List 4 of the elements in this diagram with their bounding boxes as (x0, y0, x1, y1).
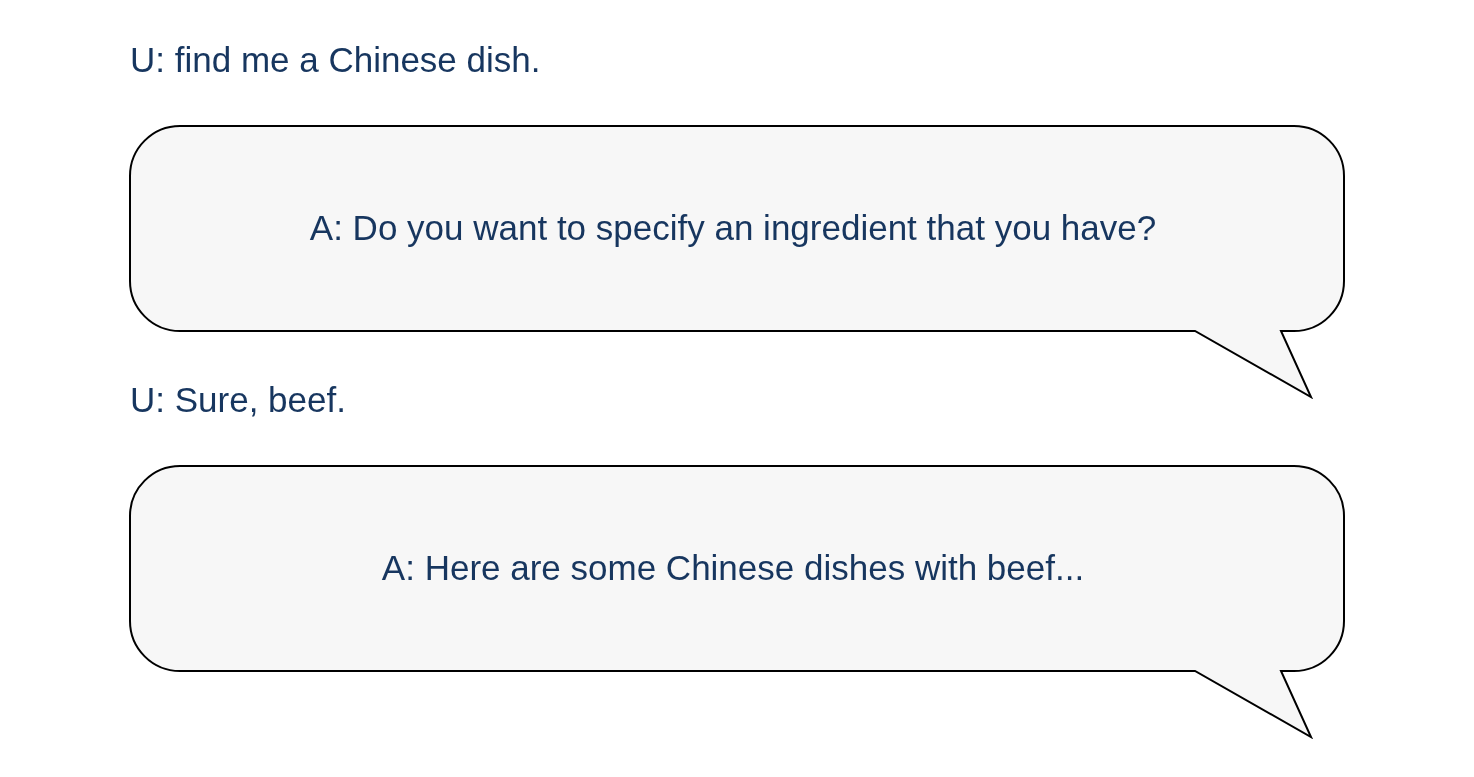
user-utterance-text: U: find me a Chinese dish. (130, 39, 541, 81)
assistant-reply-text: A: Do you want to specify an ingredient that you have? (309, 207, 1157, 249)
assistant-reply-text: A: Here are some Chinese dishes with beef... (381, 547, 1085, 589)
user-utterance-text: U: Sure, beef. (130, 379, 346, 421)
